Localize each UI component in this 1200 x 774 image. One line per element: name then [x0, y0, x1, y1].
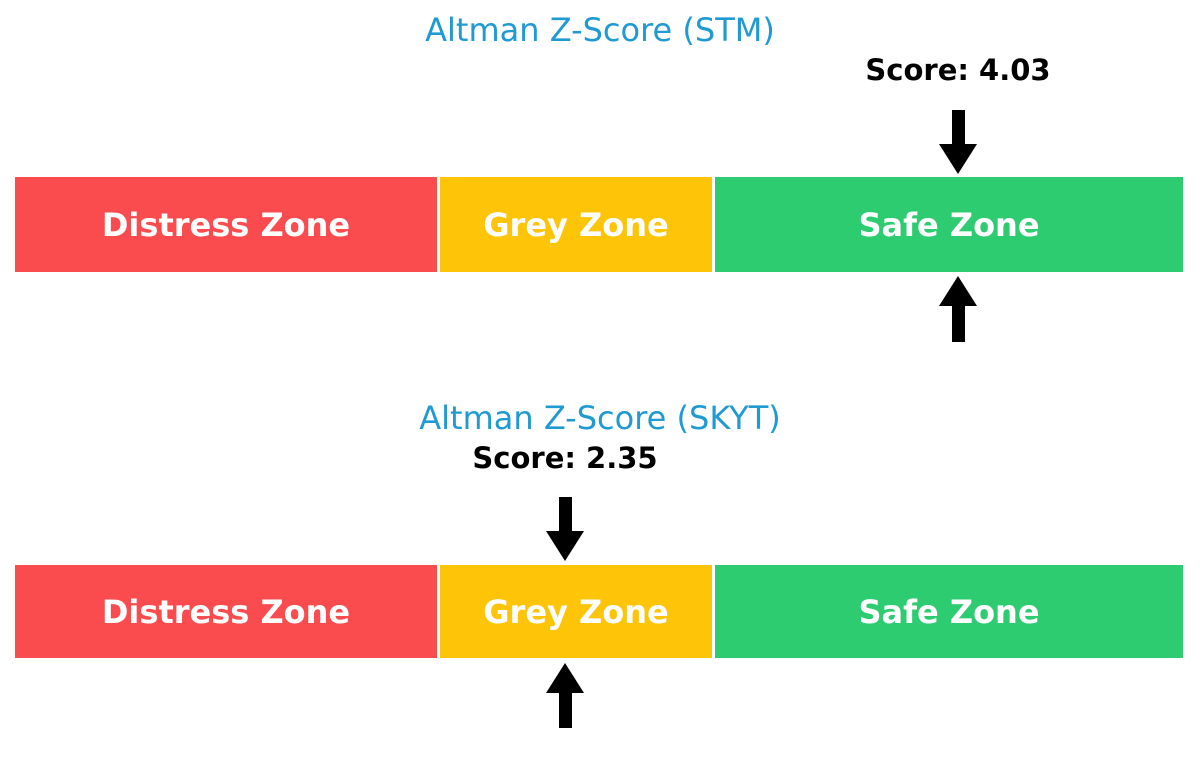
zone-label: Distress Zone [101, 592, 351, 631]
arrow-head [546, 531, 584, 561]
zone-label: Distress Zone [101, 205, 351, 244]
arrow-shaft [951, 306, 965, 342]
arrow-shaft [558, 497, 572, 531]
score-label: Score: 4.03 [865, 53, 1051, 87]
zone-label: Grey Zone [483, 592, 669, 631]
zone-segment-safe: Safe Zone [715, 177, 1183, 272]
down-arrow-icon [546, 497, 584, 561]
chart-title: Altman Z-Score (STM) [425, 11, 775, 49]
up-arrow-icon [939, 276, 977, 342]
down-arrow-icon [939, 110, 977, 174]
zone-segment-grey: Grey Zone [440, 565, 712, 658]
zone-segment-distress: Distress Zone [15, 177, 437, 272]
arrow-head [939, 276, 977, 306]
score-label: Score: 2.35 [472, 441, 658, 475]
arrow-shaft [558, 693, 572, 728]
zone-segment-grey: Grey Zone [440, 177, 712, 272]
arrow-shaft [951, 110, 965, 144]
arrow-head [939, 144, 977, 174]
zone-label: Safe Zone [858, 592, 1040, 631]
zone-segment-distress: Distress Zone [15, 565, 437, 658]
zone-segment-safe: Safe Zone [715, 565, 1183, 658]
up-arrow-icon [546, 663, 584, 728]
arrow-head [546, 663, 584, 693]
zone-label: Safe Zone [858, 205, 1040, 244]
chart-title: Altman Z-Score (SKYT) [419, 399, 781, 437]
zone-label: Grey Zone [483, 205, 669, 244]
